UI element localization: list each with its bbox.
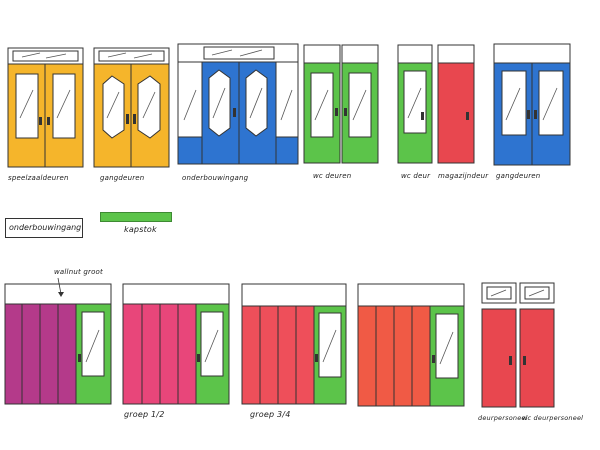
speelzaaldeuren-door-set — [7, 47, 84, 168]
legend-onderbouwingang: onderbouwingang — [5, 218, 83, 238]
wc-deuren-door-set — [303, 44, 379, 164]
orange-red-wall — [357, 283, 465, 407]
wc-deur-door — [397, 44, 433, 164]
label-magazijndeur: magazijndeur — [438, 172, 489, 180]
label-wc-deurpersoneel: wc deurpersoneel — [522, 414, 584, 422]
label-gangdeuren-2: gangdeuren — [496, 172, 541, 180]
legend-kapstok-label: kapstok — [124, 225, 157, 234]
groep-34-wall — [241, 283, 347, 405]
deurpersoneel-door-set — [481, 282, 555, 408]
label-wc-deur: wc deur — [401, 172, 431, 180]
wallnut-groot-wall — [4, 277, 112, 405]
label-groep-12: groep 1/2 — [124, 410, 165, 419]
legend-onderbouwingang-label: onderbouwingang — [9, 223, 82, 232]
label-deurpersoneel: deurpersoneel — [478, 414, 528, 422]
label-onderbouwingang: onderbouwingang — [182, 174, 249, 182]
legend-kapstok-swatch — [100, 212, 172, 222]
label-gangdeuren-1: gangdeuren — [100, 174, 145, 182]
onderbouwingang-door-set — [177, 43, 299, 165]
gangdeuren-door-set-1 — [93, 47, 170, 168]
groep-12-wall — [122, 283, 230, 405]
magazijndeur-door — [437, 44, 475, 164]
label-wallnut-groot: wallnut groot — [54, 268, 103, 276]
gangdeuren-door-set-2 — [493, 43, 571, 166]
label-speelzaaldeuren: speelzaaldeuren — [8, 174, 69, 182]
label-wc-deuren: wc deuren — [313, 172, 352, 180]
label-groep-34: groep 3/4 — [250, 410, 291, 419]
